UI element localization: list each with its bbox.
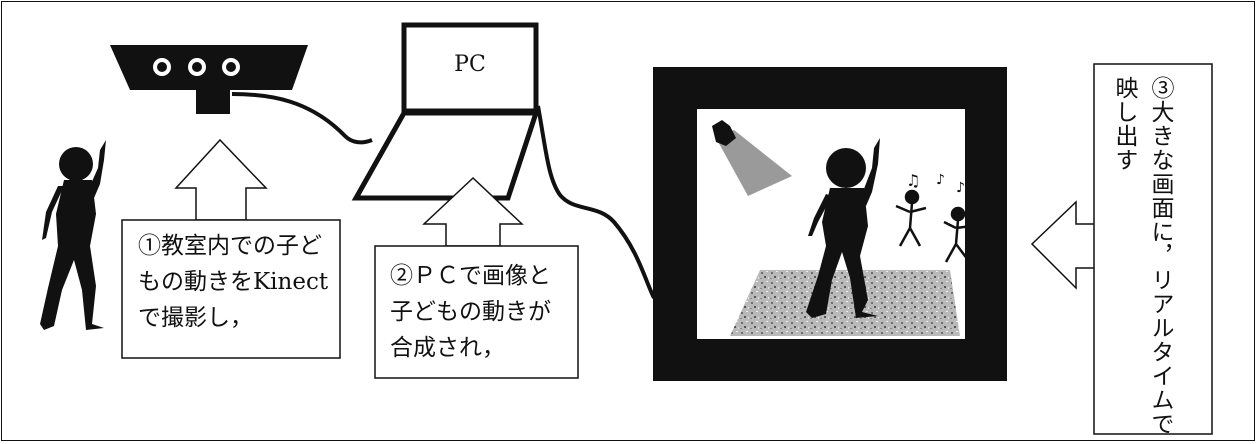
svg-text:♫: ♫ — [906, 171, 920, 190]
kinect-sensor-icon — [110, 45, 308, 114]
step3-main: ③大きな画面に， — [1147, 76, 1173, 268]
small-dancers-icon — [895, 189, 973, 263]
step2-line-3: 合成され， — [390, 335, 505, 361]
step3-realtime: リアルタイムで — [1147, 268, 1173, 436]
up-arrow-1 — [174, 138, 268, 221]
step3-text: ③大きな画面に，リアルタイムで 映し出す — [1106, 76, 1178, 436]
callout-box-2 — [374, 245, 579, 379]
music-notes-icon: ♫ ♪ ♪ ♪ — [906, 171, 981, 210]
step3-line-1: ③大きな画面に，リアルタイムで — [1142, 76, 1178, 436]
callout-box-1 — [121, 219, 341, 359]
step1-line-2: もの動きをKinect — [138, 269, 329, 295]
pc-screen-cable — [536, 105, 656, 299]
kinect-pc-cable — [231, 92, 373, 145]
child-dancer-silhouette — [40, 140, 106, 330]
step1-text: ①教室内での子ど もの動きをKinect で撮影し， — [138, 228, 338, 336]
svg-text:♪: ♪ — [956, 180, 965, 196]
callout-box-3 — [1093, 63, 1213, 435]
step2-line-2: 子どもの動きが — [390, 299, 551, 325]
screen-dancer-silhouette — [806, 138, 880, 318]
svg-text:♪: ♪ — [936, 172, 945, 188]
pc-label: PC — [454, 52, 486, 77]
left-arrow-3 — [1030, 200, 1097, 290]
big-screen: ♫ ♪ ♪ ♪ — [653, 67, 1007, 381]
step1-line-3: で撮影し， — [138, 305, 253, 331]
step1-line-1: ①教室内での子ど — [138, 233, 322, 259]
svg-text:♪: ♪ — [972, 194, 981, 210]
step2-line-1: ②ＰＣで画像と — [390, 263, 551, 289]
step3-line-2: 映し出す — [1111, 76, 1137, 172]
step2-text: ②ＰＣで画像と 子どもの動きが 合成され， — [390, 258, 580, 366]
laptop-pc-icon — [351, 22, 540, 201]
